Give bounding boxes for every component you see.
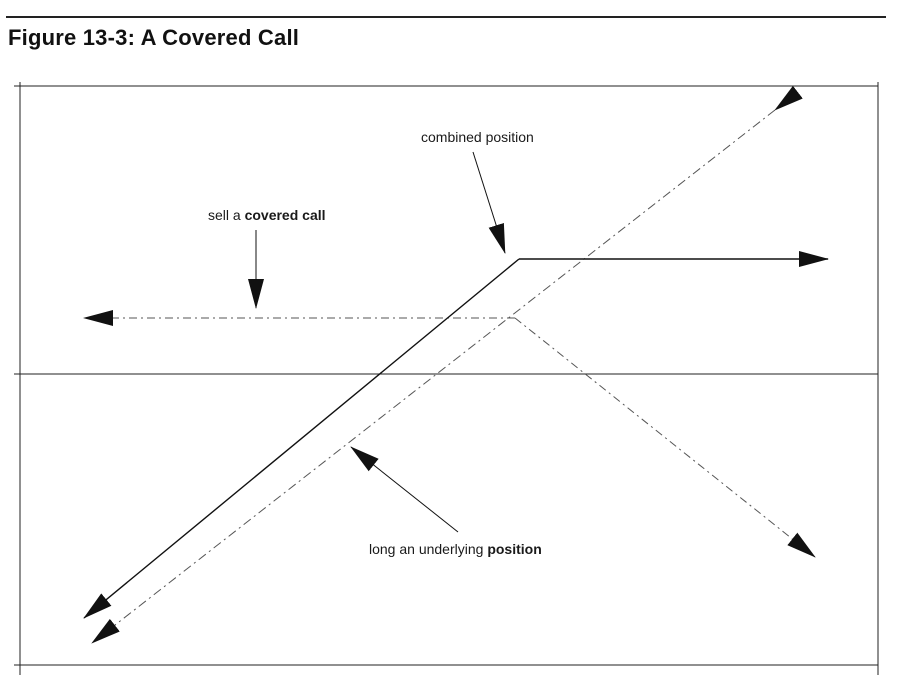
underlying-label-prefix: long an underlying [369, 541, 487, 557]
underlying-position-pointer [350, 446, 459, 533]
covered-call-label-prefix: sell a [208, 207, 245, 223]
figure-title: Figure 13-3: A Covered Call [8, 25, 300, 50]
underlying-position-line [91, 85, 803, 644]
covered-call-down-line [514, 317, 816, 558]
covered-call-label-bold: covered call [245, 207, 326, 223]
underlying-position-label: long an underlying position [369, 541, 542, 557]
combined-position-label: combined position [421, 129, 534, 145]
covered-call-label: sell a covered call [208, 207, 326, 223]
combined-position-diagonal-line [83, 258, 520, 619]
header-rule [6, 16, 886, 18]
combined-position-pointer [472, 151, 506, 254]
underlying-label-bold: position [487, 541, 541, 557]
